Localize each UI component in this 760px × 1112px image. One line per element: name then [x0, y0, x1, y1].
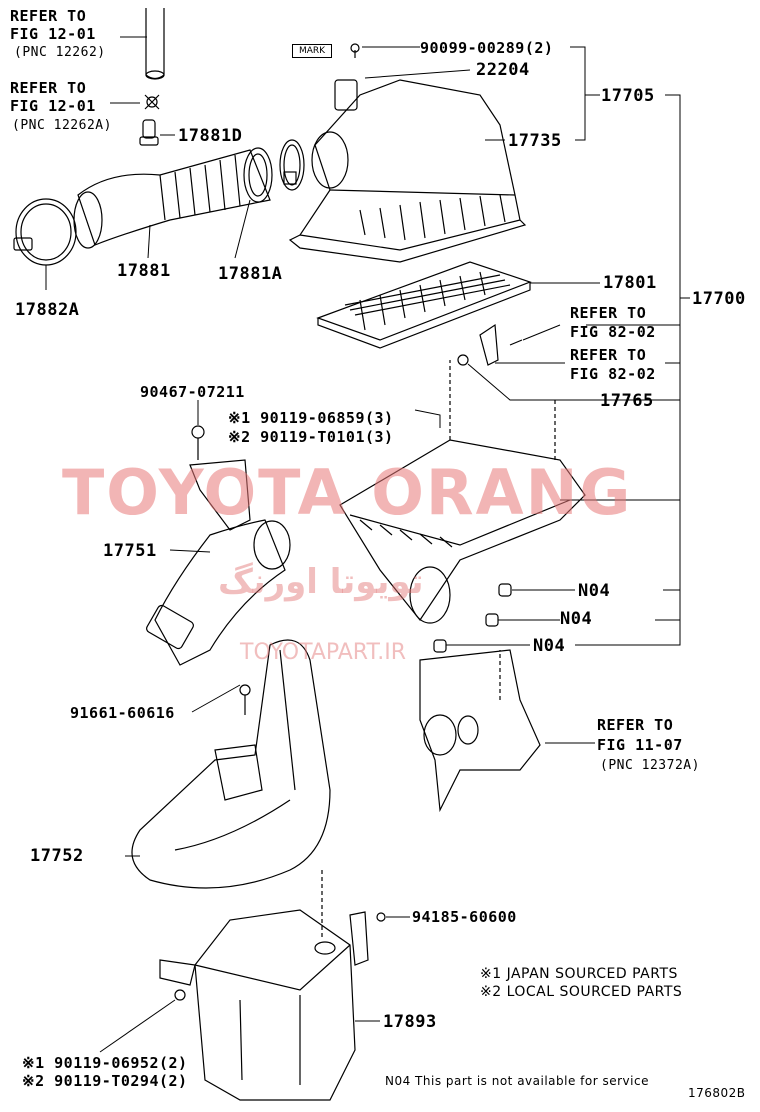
leader-lines — [45, 36, 690, 1053]
lower-case-shape — [339, 360, 586, 624]
diagram-code: 176802B — [688, 1086, 746, 1100]
part-17801[interactable]: 17801 — [603, 273, 657, 293]
ref1-line1[interactable]: REFER TO — [10, 7, 87, 25]
legend-japan-sourced: ※1 JAPAN SOURCED PARTS — [480, 966, 678, 982]
ref5-line3[interactable]: (PNC 12372A) — [600, 758, 700, 773]
part-90467-07211[interactable]: 90467-07211 — [140, 383, 245, 401]
ref4-line1[interactable]: REFER TO — [570, 346, 647, 364]
part-90119-t0101[interactable]: ※2 90119-T0101(3) — [228, 428, 394, 446]
part-n04-c[interactable]: N04 — [533, 636, 566, 656]
ref5-line2[interactable]: FIG 11-07 — [597, 736, 683, 754]
gasket-17881a-shape — [279, 139, 305, 191]
filter-17801-shape — [316, 261, 532, 349]
clamp-17882a-shape — [13, 198, 77, 266]
part-17735[interactable]: 17735 — [508, 131, 562, 151]
part-n04-a[interactable]: N04 — [578, 581, 611, 601]
part-17700[interactable]: 17700 — [692, 289, 746, 309]
ref2-line3[interactable]: (PNC 12262A) — [12, 118, 112, 133]
ref5-line1[interactable]: REFER TO — [597, 716, 674, 734]
ref3-line2[interactable]: FIG 82-02 — [570, 323, 656, 341]
part-90119-t0294[interactable]: ※2 90119-T0294(2) — [22, 1072, 188, 1090]
part-17752[interactable]: 17752 — [30, 846, 84, 866]
part-17765[interactable]: 17765 — [600, 391, 654, 411]
ref2-line2[interactable]: FIG 12-01 — [10, 97, 96, 115]
cap-17705-shape — [288, 43, 527, 263]
resonator-17893-shape — [159, 870, 386, 1101]
part-17882a[interactable]: 17882A — [15, 300, 80, 320]
legend-n04-note: N04 This part is not available for servi… — [385, 1074, 649, 1088]
duct-17751-shape — [146, 425, 291, 666]
grommets-n04-shape — [433, 583, 512, 653]
part-17881a[interactable]: 17881A — [218, 264, 283, 284]
part-90119-06952[interactable]: ※1 90119-06952(2) — [22, 1054, 188, 1072]
ref2-line1[interactable]: REFER TO — [10, 79, 87, 97]
part-17705[interactable]: 17705 — [601, 86, 655, 106]
part-91661-60616[interactable]: 91661-60616 — [70, 704, 175, 722]
ref1-line3[interactable]: (PNC 12262) — [14, 45, 106, 60]
mark-box: MARK — [292, 44, 333, 58]
mount-bracket-shape — [419, 649, 541, 813]
ref4-line2[interactable]: FIG 82-02 — [570, 365, 656, 383]
ref1-line2[interactable]: FIG 12-01 — [10, 25, 96, 43]
part-n04-b[interactable]: N04 — [560, 609, 593, 629]
legend-local-sourced: ※2 LOCAL SOURCED PARTS — [480, 984, 683, 1000]
duct-17752-shape — [131, 639, 331, 889]
part-17751[interactable]: 17751 — [103, 541, 157, 561]
fitting-17881d-shape — [139, 119, 159, 146]
clip-shape — [144, 94, 160, 110]
part-22204[interactable]: 22204 — [476, 60, 530, 80]
part-90119-06859[interactable]: ※1 90119-06859(3) — [228, 409, 394, 427]
ref3-line1[interactable]: REFER TO — [570, 304, 647, 322]
part-90099-00289[interactable]: 90099-00289(2) — [420, 39, 554, 57]
intake-hose-17881-shape — [73, 147, 273, 249]
part-17881d[interactable]: 17881D — [178, 126, 243, 146]
part-17893[interactable]: 17893 — [383, 1012, 437, 1032]
part-94185-60600[interactable]: 94185-60600 — [412, 908, 517, 926]
hose-stub-shape — [145, 8, 165, 80]
bracket-17765-shape — [457, 323, 523, 366]
part-17881[interactable]: 17881 — [117, 261, 171, 281]
